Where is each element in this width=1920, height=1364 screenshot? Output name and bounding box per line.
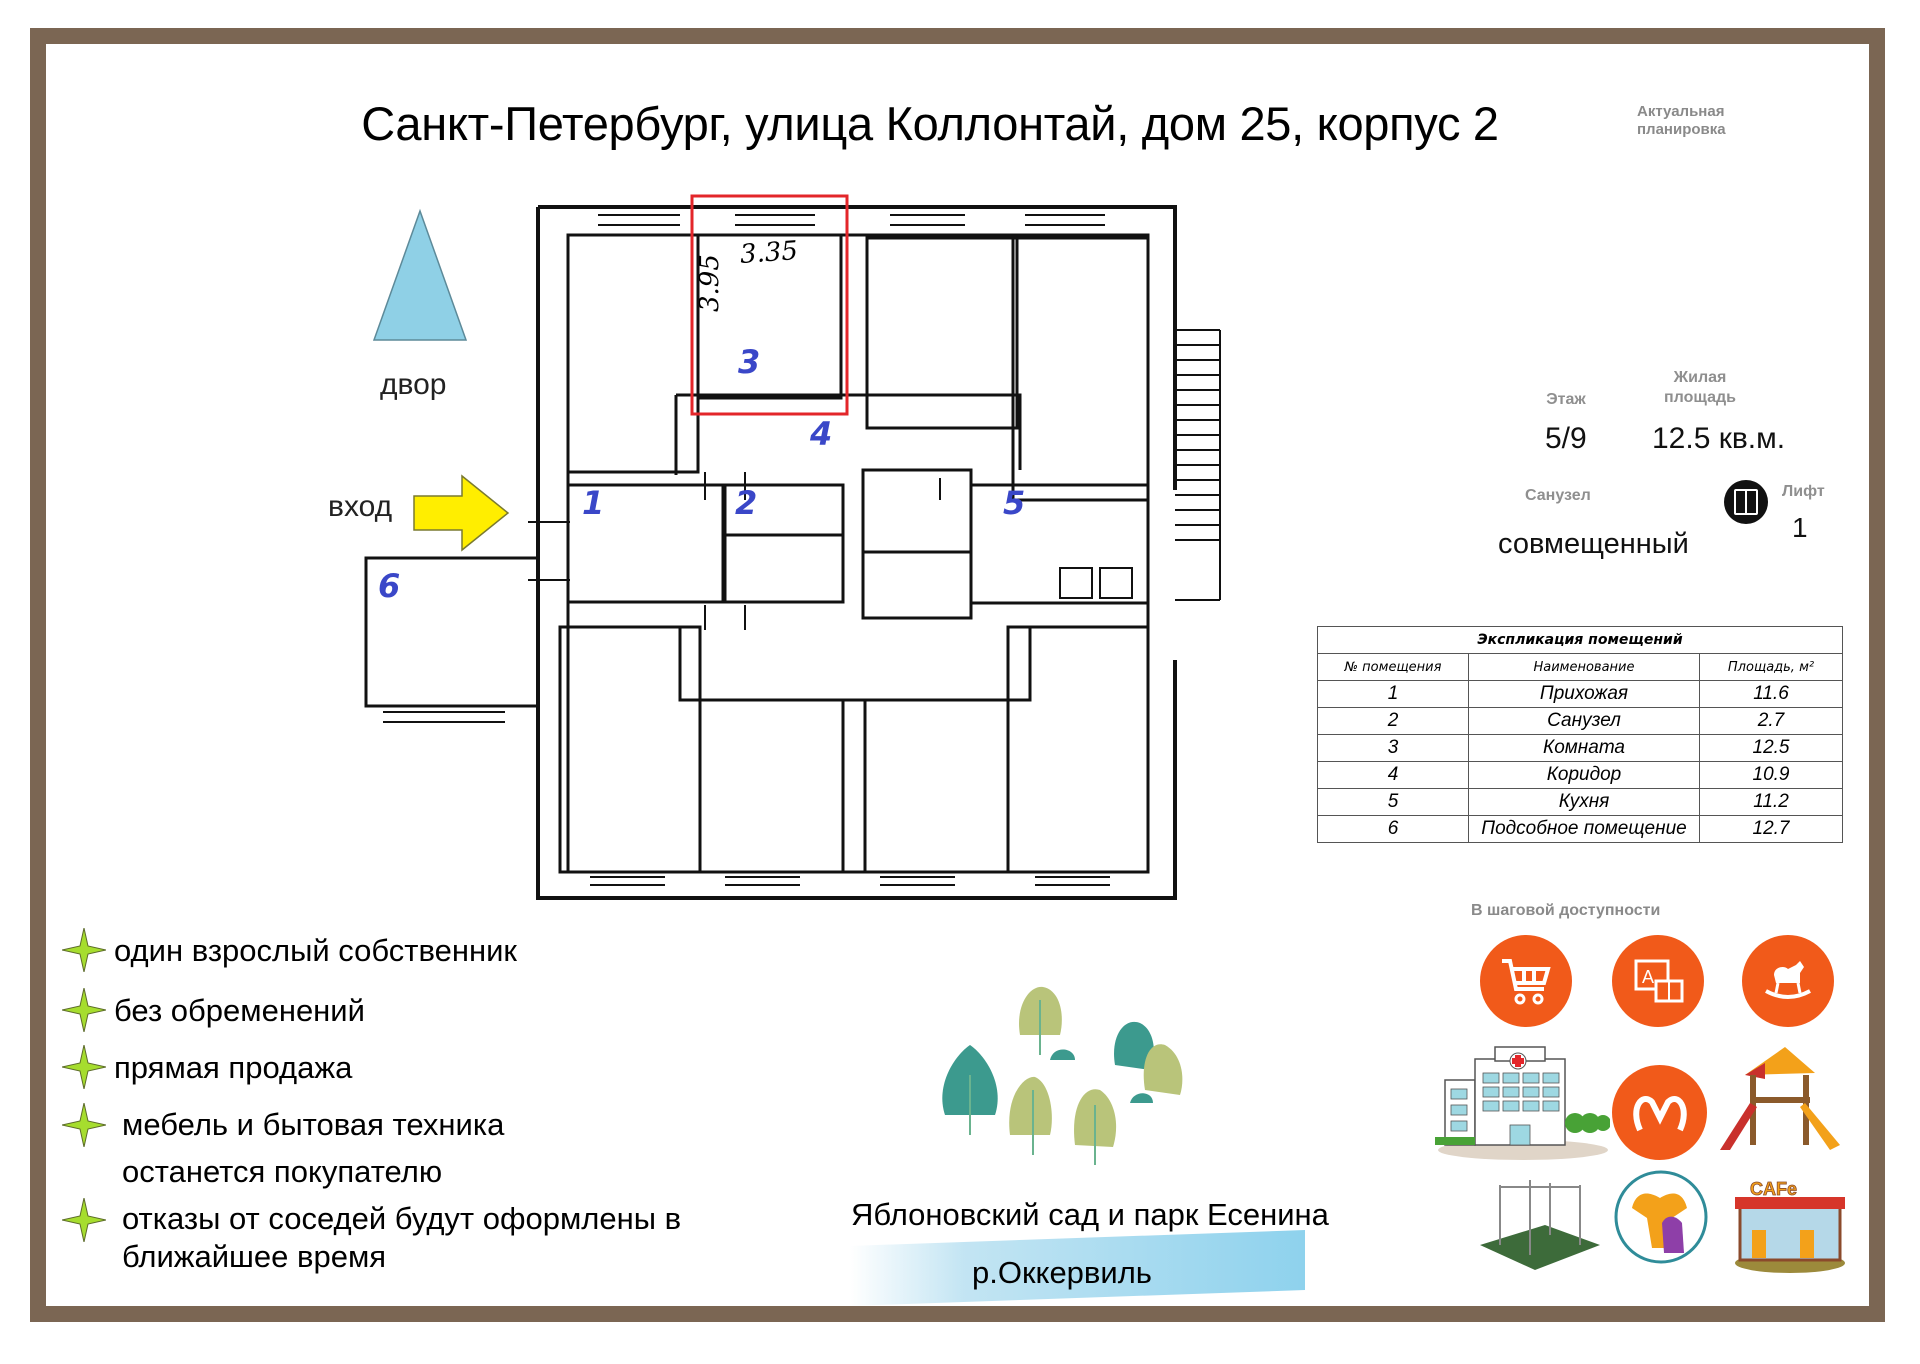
page-title: Санкт-Петербург, улица Коллонтай, дом 25… (361, 97, 1499, 150)
cell-num: 6 (1317, 815, 1469, 843)
table-caption: Экспликация помещений (1317, 626, 1843, 654)
star-bullet-icon (62, 1198, 106, 1242)
living-area-label-line: Жилая (1673, 369, 1727, 386)
badge-line: Актуальная (1637, 103, 1725, 120)
yard-label: двор (380, 368, 447, 401)
badge-line: планировка (1637, 121, 1726, 138)
bathroom-label: Санузел (1525, 487, 1591, 504)
floor-plan (364, 194, 1221, 900)
park-label: Яблоновский сад и парк Есенина (851, 1197, 1329, 1232)
outer-wall (536, 205, 1177, 900)
feature-text: один взрослый собственник (114, 933, 517, 968)
cell-area: 11.2 (1699, 788, 1843, 816)
room-number-1: 1 (582, 484, 605, 522)
cell-num: 4 (1317, 761, 1469, 789)
cell-area: 2.7 (1699, 707, 1843, 735)
star-bullet-icon (62, 1103, 106, 1147)
nearby-title: В шаговой доступности (1471, 902, 1661, 919)
cell-name: Прихожая (1468, 680, 1700, 708)
cell-num: 1 (1317, 680, 1469, 708)
living-area-label: Жилая площадь (1660, 368, 1740, 408)
room-width-dimension: 3.35 (739, 236, 799, 270)
cell-name: Коридор (1468, 761, 1700, 789)
column-header-name: Наименование (1468, 653, 1700, 681)
feature-item: без обременений (62, 988, 365, 1032)
star-bullet-icon (62, 928, 106, 972)
star-bullet-icon (62, 988, 106, 1032)
elevator-value: 1 (1792, 512, 1808, 543)
bathroom-value: совмещенный (1498, 528, 1689, 560)
playground-icon (1720, 1047, 1840, 1150)
living-area-value: 12.5 кв.м. (1652, 422, 1786, 455)
actual-layout-badge: Актуальная планировка (1637, 103, 1726, 139)
fitness-icon (1614, 1170, 1708, 1264)
cell-area: 12.7 (1699, 815, 1843, 843)
feature-text: ближайшее время (122, 1239, 387, 1274)
workout-area-icon (1480, 1180, 1600, 1270)
selected-room-highlight (690, 194, 849, 416)
cell-area: 10.9 (1699, 761, 1843, 789)
entrance-arrow-icon (413, 474, 510, 552)
feature-text: без обременений (114, 993, 365, 1028)
room-number-5: 5 (1003, 484, 1026, 522)
school-icon: A (1612, 935, 1704, 1027)
room-length-dimension: 3.95 (695, 254, 725, 312)
column-header-area: Площадь, м² (1699, 653, 1843, 681)
shopping-cart-icon (1480, 935, 1572, 1027)
kindergarten-rocking-horse-icon (1742, 935, 1834, 1027)
cell-name: Комната (1468, 734, 1700, 762)
column-header-number: № помещения (1317, 653, 1469, 681)
cell-area: 12.5 (1699, 734, 1843, 762)
compass-triangle-icon (372, 208, 468, 341)
feature-item: прямая продажа (62, 1045, 353, 1089)
feature-item: один взрослый собственник (62, 928, 517, 972)
feature-item: мебель и бытовая техника останется покуп… (62, 1103, 504, 1195)
river-label: р.Оккервиль (972, 1255, 1152, 1290)
metro-icon (1612, 1065, 1707, 1160)
cell-name: Подсобное помещение (1468, 815, 1700, 843)
cafe-icon: CAFe (1735, 1179, 1845, 1273)
explication-table: Экспликация помещений № помещения Наимен… (1317, 626, 1843, 843)
cell-name: Санузел (1468, 707, 1700, 735)
floor-value: 5/9 (1545, 422, 1587, 455)
cafe-sign: CAFe (1750, 1179, 1797, 1199)
cell-num: 3 (1317, 734, 1469, 762)
elevator-label: Лифт (1782, 483, 1825, 500)
svg-text:A: A (1642, 967, 1654, 987)
room-number-6: 6 (378, 567, 401, 605)
room-number-4: 4 (810, 415, 833, 453)
cell-num: 2 (1317, 707, 1469, 735)
elevator-icon (1724, 480, 1768, 524)
cell-name: Кухня (1468, 788, 1700, 816)
star-bullet-icon (62, 1045, 106, 1089)
entrance-label: вход (328, 490, 393, 523)
cell-area: 11.6 (1699, 680, 1843, 708)
park-trees-icon (942, 986, 1183, 1165)
room-number-2: 2 (735, 484, 758, 522)
room-number-3: 3 (738, 343, 761, 381)
inner-wall (566, 233, 1150, 874)
floor-label: Этаж (1546, 391, 1586, 408)
feature-text: останется покупателю (122, 1154, 443, 1189)
feature-text: прямая продажа (114, 1050, 353, 1085)
cell-num: 5 (1317, 788, 1469, 816)
feature-item: отказы от соседей будут оформлены в ближ… (62, 1198, 682, 1276)
living-area-label-line: площадь (1664, 389, 1736, 406)
hospital-icon (1435, 1046, 1610, 1160)
feature-text: мебель и бытовая техника (122, 1107, 505, 1142)
feature-text: отказы от соседей будут оформлены в (122, 1201, 682, 1236)
